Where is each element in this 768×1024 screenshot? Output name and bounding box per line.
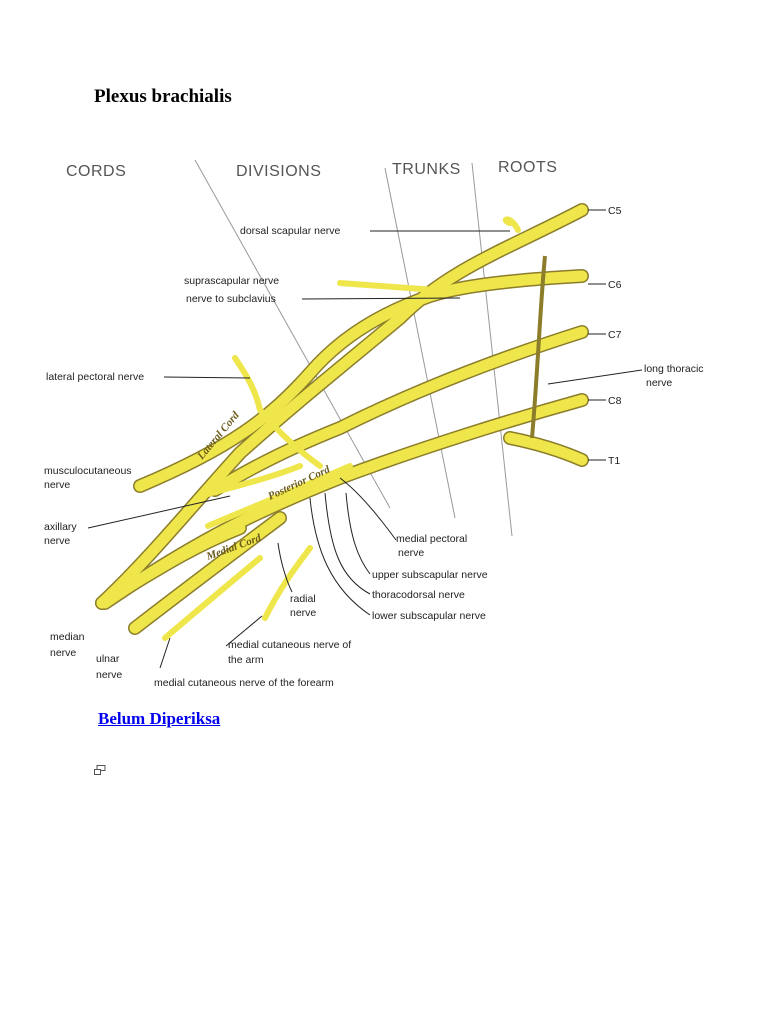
ulnar-label-2: nerve: [96, 669, 122, 681]
nerve-branches: [162, 216, 521, 641]
header-trunks: TRUNKS: [392, 161, 461, 178]
nerve-trunks: [96, 204, 588, 634]
medial-pectoral-label-2: nerve: [398, 547, 424, 559]
diagram-svg: CORDS DIVISIONS TRUNKS ROOTS: [44, 159, 704, 689]
median-label-1: median: [50, 631, 85, 643]
long-thoracic-label-2: nerve: [646, 377, 672, 389]
header-cords: CORDS: [66, 163, 126, 180]
root-label: C8: [608, 395, 622, 407]
median-label-2: nerve: [50, 647, 76, 659]
medial-pectoral-label-1: medial pectoral: [396, 533, 467, 545]
root-label: C6: [608, 279, 622, 291]
radial-label-2: nerve: [290, 607, 316, 619]
small-window-icon[interactable]: [94, 765, 106, 775]
lower-subscapular-label: lower subscapular nerve: [372, 610, 486, 622]
musculocutaneous-label-1: musculocutaneous: [44, 465, 132, 477]
medial-cutaneous-forearm-label: medial cutaneous nerve of the forearm: [154, 677, 334, 689]
long-thoracic-label-1: long thoracic: [644, 363, 704, 375]
subclavius-label: nerve to subclavius: [186, 293, 276, 305]
root-label: C7: [608, 329, 622, 341]
root-label: T1: [608, 455, 620, 467]
medial-cutaneous-arm-label-2: the arm: [228, 654, 264, 666]
header-divisions: DIVISIONS: [236, 163, 321, 180]
suprascapular-label: suprascapular nerve: [184, 275, 279, 287]
ulnar-label-1: ulnar: [96, 653, 120, 665]
page-title: Plexus brachialis: [94, 86, 232, 107]
radial-label-1: radial: [290, 593, 316, 605]
guide-line: [194, 159, 391, 509]
lateral-pectoral-label: lateral pectoral nerve: [46, 371, 144, 383]
musculocutaneous-label-2: nerve: [44, 479, 70, 491]
guide-line: [471, 162, 513, 537]
belum-diperiksa-link[interactable]: Belum Diperiksa: [98, 709, 221, 728]
axillary-label-1: axillary: [44, 521, 77, 533]
header-roots: ROOTS: [498, 159, 557, 176]
axillary-label-2: nerve: [44, 535, 70, 547]
root-label: C5: [608, 205, 622, 217]
upper-subscapular-label: upper subscapular nerve: [372, 569, 488, 581]
brachial-plexus-diagram: CORDS DIVISIONS TRUNKS ROOTS: [40, 148, 756, 698]
medial-cutaneous-arm-label-1: medial cutaneous nerve of: [228, 639, 351, 651]
guide-line: [384, 167, 456, 519]
dorsal-scapular-label: dorsal scapular nerve: [240, 225, 341, 237]
long-thoracic-nerve: [530, 255, 547, 439]
thoracodorsal-label: thoracodorsal nerve: [372, 589, 465, 601]
